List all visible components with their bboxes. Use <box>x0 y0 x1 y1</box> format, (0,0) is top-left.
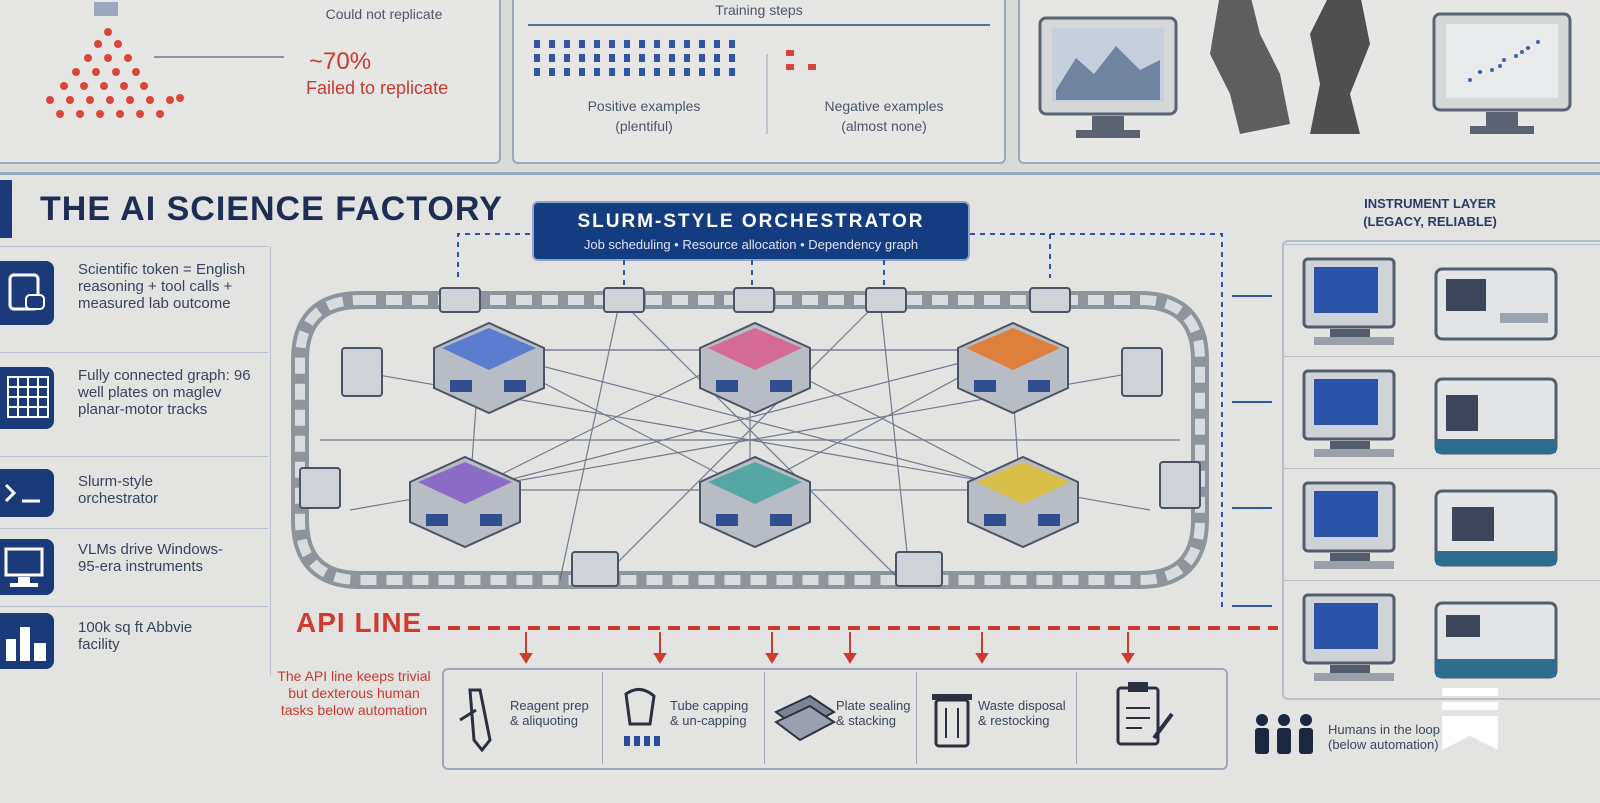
top-left-panel: Could not replicate ~70% Failed to repli… <box>0 0 501 164</box>
waste-icon <box>932 694 972 748</box>
plate-icon <box>774 694 836 742</box>
node-module-orange <box>957 321 1069 415</box>
instrument-layer-title: INSTRUMENT LAYER <box>1364 196 1496 211</box>
sidebar-item-orchestrator: Slurm-style orchestrator <box>0 456 268 527</box>
clipboard-icon <box>1116 682 1174 746</box>
task-reagent-prep: Reagent prep & aliquoting <box>444 672 603 764</box>
instrument-row <box>1282 244 1600 357</box>
bookmark-icon[interactable] <box>1442 688 1498 752</box>
training-steps-label: Training steps <box>715 2 803 18</box>
monitor-icon <box>0 539 54 595</box>
legacy-pc-icon <box>1302 369 1396 457</box>
lab-instrument-icon <box>1434 601 1558 679</box>
terrain-monitor-icon <box>1038 16 1178 138</box>
replication-dots-icon <box>46 2 184 118</box>
orchestrator-banner: SLURM-STYLE ORCHESTRATOR Job scheduling … <box>532 201 970 261</box>
scatter-monitor-icon <box>1432 12 1572 134</box>
divider-line <box>154 56 284 58</box>
sidebar-text: VLMs drive Windows-95-era instruments <box>78 541 224 575</box>
negative-examples-icon <box>786 50 816 70</box>
sidebar-text: Slurm-style orchestrator <box>78 473 159 507</box>
node-module-blue <box>433 321 545 415</box>
node-module-purple <box>409 455 521 549</box>
tube-icon <box>624 688 660 746</box>
legacy-pc-icon <box>1302 257 1396 345</box>
negative-examples-title: Negative examples <box>824 98 944 114</box>
instrument-row <box>1282 580 1600 693</box>
instrument-layer-subtitle: (LEGACY, RELIABLE) <box>1363 214 1497 229</box>
sidebar-item-scientific-token: Scientific token = English reasoning + t… <box>0 246 268 351</box>
maglev-track-diagram <box>291 233 1272 610</box>
instrument-layer-panel <box>1282 240 1600 700</box>
human-tasks-panel <box>442 668 1228 770</box>
api-line-note: The API line keeps trivial but dexterous… <box>277 668 431 718</box>
failed-to-replicate-label: Failed to replicate <box>306 78 449 98</box>
humans-label: Humans in the loop (below automation) <box>1328 722 1441 752</box>
positive-examples-grid-icon <box>534 40 735 76</box>
task-label: Waste disposal & restocking <box>978 698 1066 728</box>
positive-examples-sub: (plentiful) <box>615 118 673 134</box>
sidebar-item-connected-graph: Fully connected graph: 96 well plates on… <box>0 352 268 455</box>
title-accent-bar <box>0 180 12 238</box>
lab-instrument-icon <box>1434 377 1558 455</box>
training-examples-panel: Training steps Positive examples (plenti… <box>512 0 1006 164</box>
instrument-row <box>1282 356 1600 469</box>
sidebar-text: 100k sq ft Abbvie facility <box>78 619 193 653</box>
could-not-replicate-label: Could not replicate <box>325 6 443 22</box>
node-module-teal <box>699 455 811 549</box>
legacy-pc-icon <box>1302 593 1396 681</box>
failed-percent: ~70% <box>309 48 372 75</box>
training-axis <box>528 24 990 26</box>
orchestrator-title: SLURM-STYLE ORCHESTRATOR <box>577 211 925 232</box>
orchestrator-subtitle: Job scheduling • Resource allocation • D… <box>583 237 919 252</box>
task-clipboard <box>1076 672 1222 764</box>
sidebar-text: Fully connected graph: 96 well plates on… <box>78 367 251 418</box>
sidebar-text: Scientific token = English reasoning + t… <box>78 261 246 312</box>
task-label: Tube capping & un-capping <box>670 698 749 728</box>
pipette-icon <box>459 688 492 753</box>
node-module-yellow <box>967 455 1079 549</box>
legacy-pc-icon <box>1302 481 1396 569</box>
api-line-dashes <box>428 626 1278 664</box>
examples-divider <box>766 54 768 134</box>
rock-pillar-icon <box>1210 0 1370 134</box>
factory-icon <box>0 613 54 669</box>
task-plate-sealing: Plate sealing & stacking <box>764 672 917 764</box>
task-label: Reagent prep & aliquoting <box>510 698 589 728</box>
humans-icon <box>1255 714 1313 754</box>
instrument-row <box>1282 468 1600 581</box>
task-waste-disposal: Waste disposal & restocking <box>916 672 1077 764</box>
task-tube-capping: Tube capping & un-capping <box>602 672 765 764</box>
lab-instrument-icon <box>1434 267 1558 341</box>
sidebar: Scientific token = English reasoning + t… <box>0 246 271 676</box>
terminal-icon <box>0 469 54 517</box>
lab-instrument-icon <box>1434 489 1558 567</box>
sidebar-item-vlm-instruments: VLMs drive Windows-95-era instruments <box>0 528 268 605</box>
grid-plate-icon <box>0 367 54 429</box>
sidebar-item-facility: 100k sq ft Abbvie facility <box>0 606 268 677</box>
api-line-label: API LINE <box>296 607 423 638</box>
top-right-panel <box>1018 0 1600 164</box>
node-module-pink <box>699 321 811 415</box>
factory-title: THE AI SCIENCE FACTORY <box>40 190 503 228</box>
document-icon <box>0 261 54 325</box>
task-label: Plate sealing & stacking <box>836 698 911 728</box>
positive-examples-title: Positive examples <box>587 98 701 114</box>
negative-examples-sub: (almost none) <box>841 118 927 134</box>
